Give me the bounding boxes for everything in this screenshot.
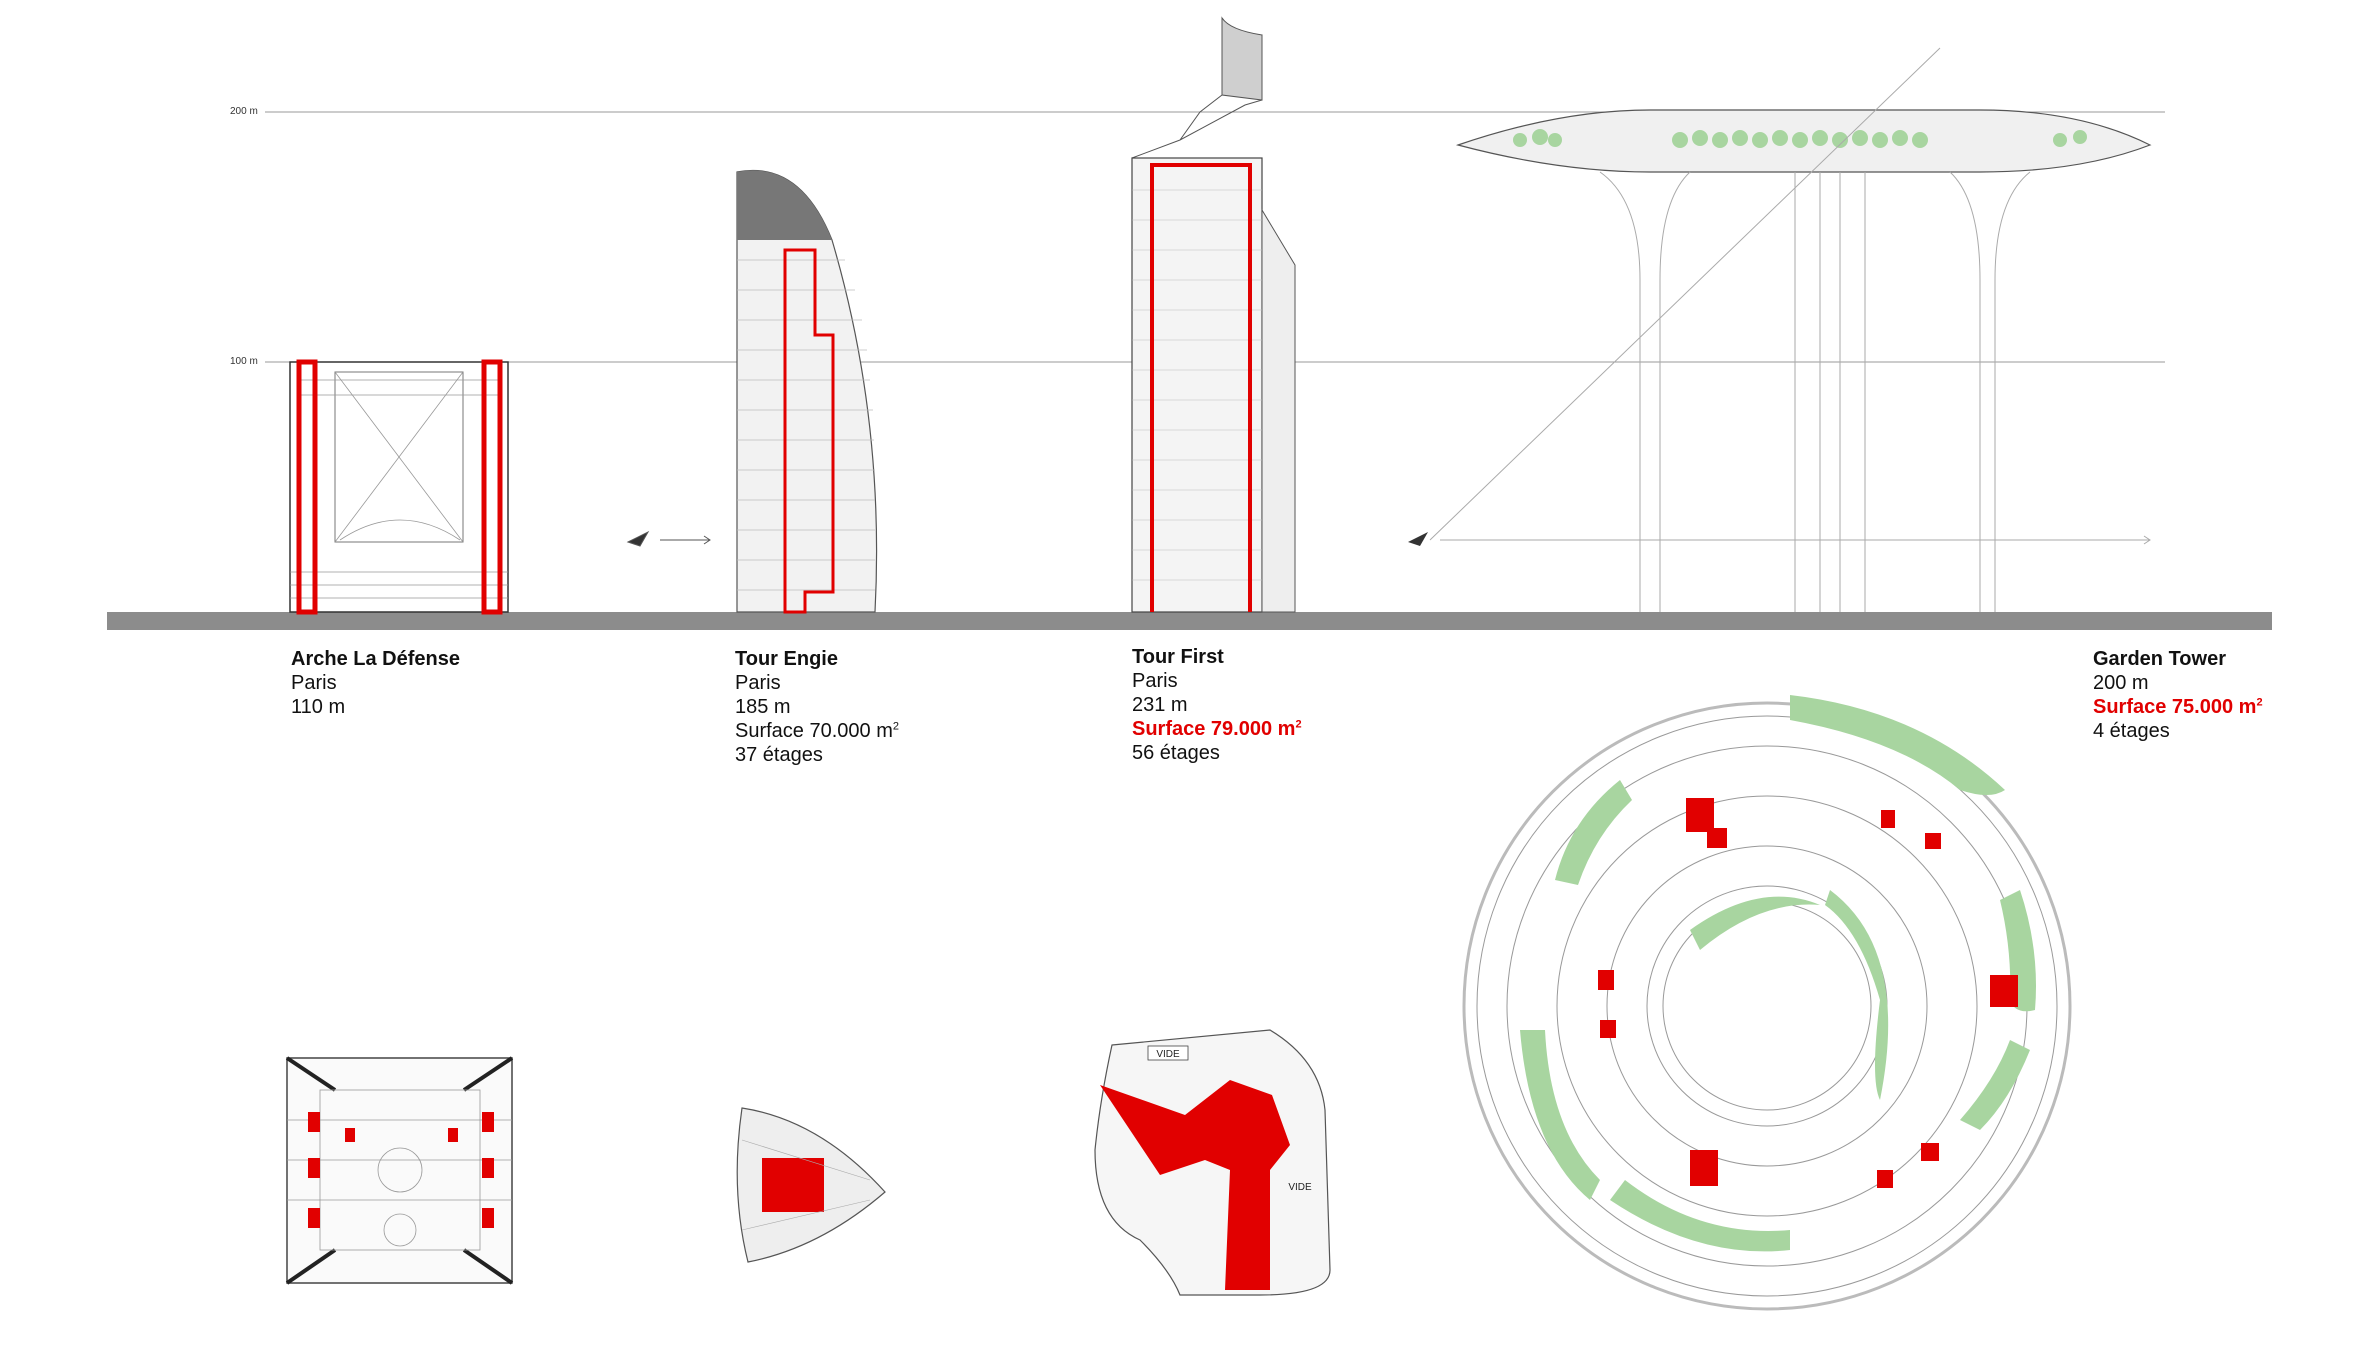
garden-tower-name: Garden Tower <box>2093 648 2226 670</box>
first-name: Tour First <box>1132 646 1224 668</box>
first-floors: 56 étages <box>1132 742 1220 764</box>
garden-tower-elevation <box>1408 47 2152 612</box>
scale-label-200m: 200 m <box>230 106 258 117</box>
engie-core-outline <box>783 248 835 614</box>
engie-height: 185 m <box>735 696 791 718</box>
arche-core-right <box>481 359 503 615</box>
arche-height: 110 m <box>291 696 346 718</box>
engie-floors: 37 étages <box>735 744 823 766</box>
garden-tower-surface: Surface 75.000 m2 <box>2093 696 2263 718</box>
first-elevation <box>1131 16 1296 613</box>
garden-tower-label: Garden Tower 200 m Surface 75.000 m2 4 é… <box>2093 647 2263 743</box>
engie-plan <box>736 1107 886 1263</box>
engie-surface: Surface 70.000 m2 <box>735 720 899 742</box>
first-height: 231 m <box>1132 694 1188 716</box>
garden-tower-floors: 4 étages <box>2093 720 2170 742</box>
garden-tower-plan <box>1462 695 2072 1311</box>
arche-city: Paris <box>291 672 337 694</box>
first-surface: Surface 79.000 m2 <box>1132 718 1302 740</box>
view-arrow-2 <box>1408 532 1428 546</box>
engie-city: Paris <box>735 672 781 694</box>
first-core-outline <box>1150 163 1252 612</box>
scale-label-100m: 100 m <box>230 356 258 367</box>
engie-elevation <box>736 169 878 614</box>
ground-line <box>107 612 2272 630</box>
vide-label-2: VIDE <box>1288 1182 1312 1193</box>
first-plan: VIDE VIDE <box>1094 1029 1331 1296</box>
view-arrow-1 <box>626 530 711 547</box>
first-plan-core <box>1100 1080 1290 1290</box>
engie-label: Tour Engie Paris 185 m Surface 70.000 m2… <box>735 647 899 767</box>
arche-elevation <box>289 359 509 615</box>
arche-label: Arche La Défense Paris 110 m <box>291 647 460 719</box>
arche-name: Arche La Défense <box>291 648 460 670</box>
arche-core-left <box>296 359 318 615</box>
engie-name: Tour Engie <box>735 648 838 670</box>
garden-tower-height: 200 m <box>2093 672 2149 694</box>
arche-plan <box>285 1056 514 1285</box>
vide-label-1: VIDE <box>1156 1049 1180 1060</box>
first-label: Tour First Paris 231 m Surface 79.000 m2… <box>1132 645 1302 765</box>
first-city: Paris <box>1132 670 1178 692</box>
